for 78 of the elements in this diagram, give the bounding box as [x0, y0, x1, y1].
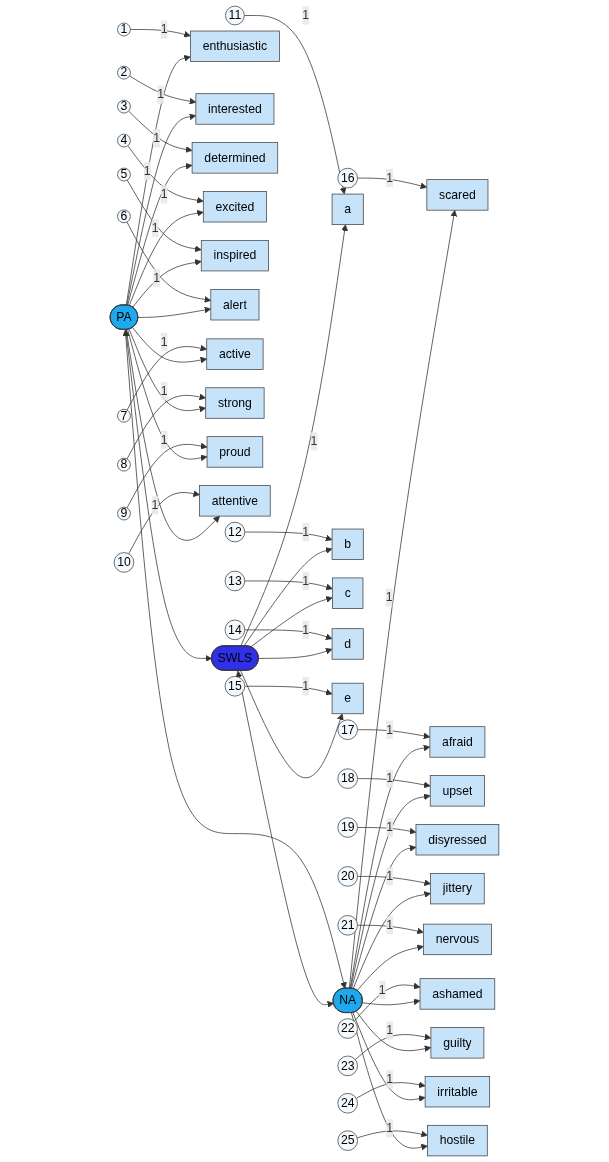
node-circle: 3 — [117, 99, 131, 114]
edge-label: 1 — [385, 590, 393, 604]
edge-label: 1 — [386, 171, 394, 185]
edge-label: 1 — [302, 525, 310, 539]
node-circle: 12 — [224, 521, 246, 543]
node-box: irritable — [424, 1076, 491, 1108]
edge-label: 1 — [302, 574, 310, 588]
node-circle: 18 — [337, 768, 358, 789]
edge-label: 1 — [302, 622, 310, 636]
edge-label: 1 — [157, 87, 165, 101]
node-circle: 21 — [337, 915, 358, 936]
node-circle: 24 — [337, 1093, 358, 1114]
node-box: enthusiastic — [190, 30, 280, 62]
node-circle: 16 — [337, 167, 358, 189]
node-circle: 1 — [117, 22, 131, 37]
node-circle: 7 — [117, 408, 131, 423]
node-box: interested — [195, 93, 275, 125]
edge-label: 1 — [160, 383, 168, 397]
edge-label: 1 — [153, 131, 160, 145]
node-box: guilty — [430, 1027, 485, 1059]
node-box: e — [331, 682, 364, 715]
node-box: d — [331, 628, 364, 660]
edge-label: 1 — [151, 221, 159, 235]
node-box: attentive — [199, 485, 271, 517]
edge-label: 1 — [160, 187, 168, 201]
node-circle: 22 — [337, 1018, 358, 1039]
node-box: c — [332, 577, 364, 609]
node-circle: 25 — [337, 1130, 358, 1151]
edge-label: 1 — [143, 163, 151, 177]
edge-label: 1 — [386, 722, 394, 736]
node-circle: 14 — [224, 619, 246, 641]
node-circle: 17 — [337, 719, 358, 740]
edge-label: 1 — [160, 432, 168, 446]
edge-label: 1 — [151, 498, 159, 512]
node-circle: 23 — [337, 1055, 358, 1077]
node-box: upset — [429, 775, 485, 807]
node-circle: 19 — [337, 817, 358, 838]
edge-label: 1 — [386, 771, 394, 785]
node-box: hostile — [427, 1124, 488, 1157]
edge-label: 1 — [302, 679, 310, 693]
edge-label: 1 — [386, 1072, 394, 1086]
edge-label: 1 — [302, 8, 310, 22]
node-box: excited — [202, 191, 267, 223]
node-box: afraid — [429, 726, 486, 758]
node-circle: 9 — [117, 506, 131, 521]
node-box: jittery — [430, 873, 485, 905]
node-box: disyressed — [415, 824, 500, 856]
node-box: a — [331, 193, 364, 225]
node-circle: 2 — [117, 65, 131, 80]
edge-label: 1 — [153, 271, 160, 285]
node-box: proud — [206, 436, 264, 468]
edge-label: 1 — [310, 434, 318, 448]
node-box: alert — [210, 289, 260, 321]
node-circle: 20 — [337, 866, 358, 887]
edge-label: 1 — [386, 918, 394, 932]
edge-label: 1 — [386, 1121, 394, 1135]
node-box: determined — [191, 142, 279, 174]
node-circle: 15 — [224, 676, 246, 697]
node-circle: 13 — [224, 570, 246, 592]
edge-label: 1 — [386, 1023, 394, 1037]
node-box: inspired — [200, 240, 269, 272]
edge-label: 1 — [160, 335, 168, 349]
node-circle: 11 — [225, 5, 245, 26]
edge-label: 1 — [386, 869, 394, 883]
edge-label: 1 — [160, 22, 168, 36]
node-circle: 10 — [113, 552, 135, 573]
node-circle: 8 — [117, 457, 131, 472]
node-box: b — [331, 528, 364, 560]
node-circle: 4 — [117, 133, 131, 148]
node-box: active — [206, 338, 264, 370]
node-box: scared — [426, 179, 489, 211]
edge-label: 1 — [378, 983, 386, 997]
node-box: ashamed — [419, 978, 496, 1010]
node-box: nervous — [423, 923, 492, 956]
node-circle: 5 — [117, 167, 131, 182]
edge-label: 1 — [386, 820, 394, 834]
node-circle: 6 — [117, 209, 131, 224]
node-box: strong — [205, 387, 265, 419]
